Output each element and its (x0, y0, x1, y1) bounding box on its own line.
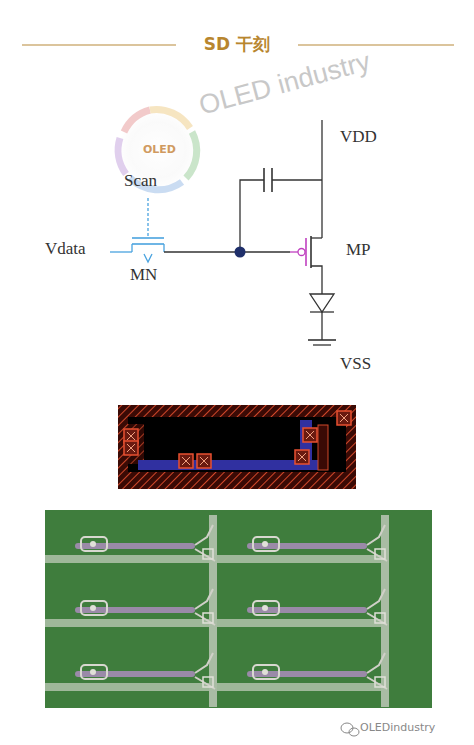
supply-name: VDD (340, 128, 377, 147)
contact-via (295, 450, 309, 464)
signal-name: Scan (124, 172, 157, 191)
pixel-cell (45, 579, 217, 643)
pixel-cell (45, 515, 217, 579)
pixel-cell (45, 643, 217, 707)
contact-via (303, 428, 317, 442)
watermark: OLEDindustry (360, 722, 435, 734)
transistor-name: MP (346, 241, 371, 260)
wechat-icon (341, 723, 359, 736)
logo-ring (118, 110, 198, 190)
pixel-circuit-schematic (110, 120, 336, 345)
contact-via (179, 454, 193, 468)
page-title: SD 干刻 (0, 35, 474, 54)
supply-name: VSS (340, 355, 371, 374)
pixel-cell (217, 515, 389, 579)
pixel-cell (217, 579, 389, 643)
title-rule (22, 44, 176, 45)
transistor-name: MN (130, 266, 157, 285)
contact-via (124, 441, 138, 455)
layout-drawing (118, 405, 356, 489)
title-rule (298, 44, 454, 45)
pixel-cell (217, 643, 389, 707)
logo-text: OLED (143, 144, 176, 156)
microscope-photo (45, 510, 432, 708)
watermark: OLED industry (196, 47, 373, 121)
signal-name: Vdata (45, 240, 86, 259)
contact-via (337, 411, 351, 425)
contact-via (197, 454, 211, 468)
junction-dot (235, 247, 246, 258)
